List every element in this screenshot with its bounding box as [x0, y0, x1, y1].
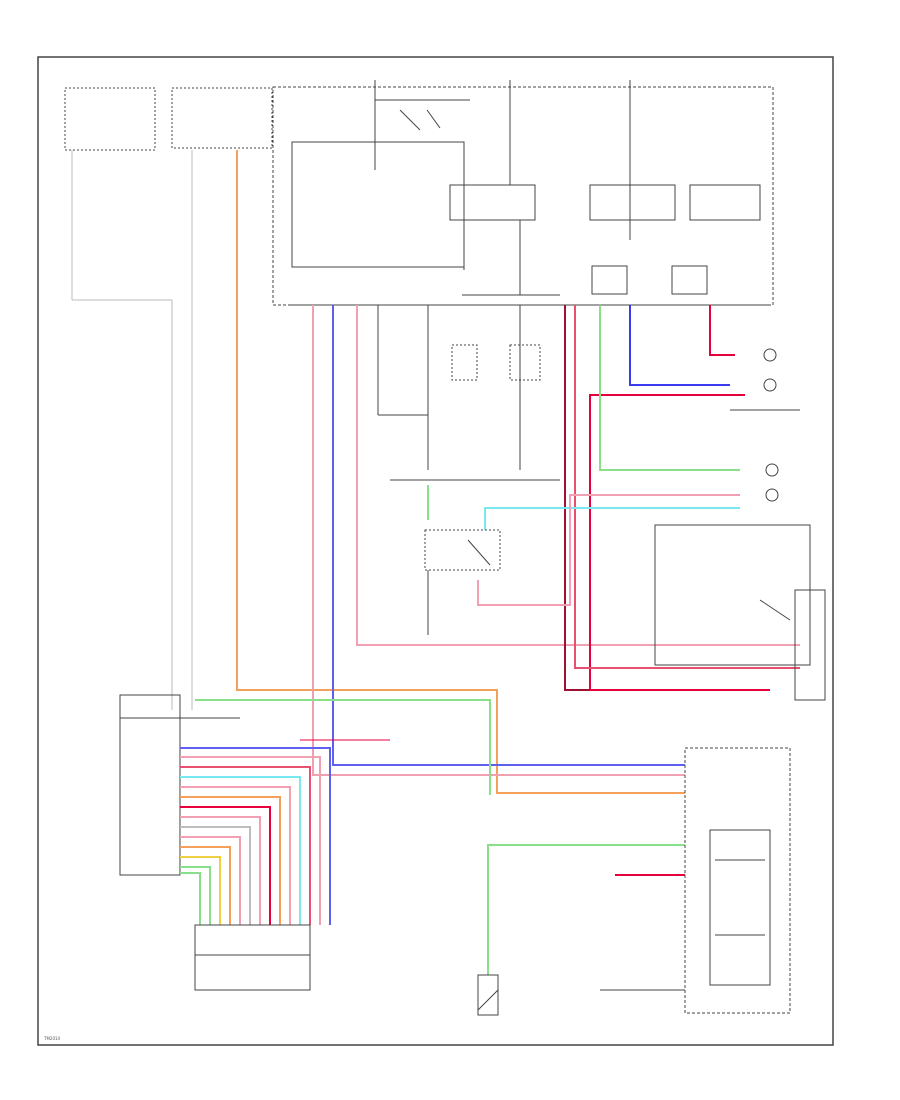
right-connector-box-b	[794, 589, 826, 701]
fuse-row-right-b	[671, 265, 708, 295]
diagram-frame	[37, 56, 834, 1046]
ipdm-box	[272, 86, 774, 306]
module-wire-13	[180, 866, 211, 925]
wire-pink-short	[477, 494, 740, 606]
wire-blue-1	[332, 305, 685, 766]
wire-green-3	[487, 844, 685, 975]
module-wire-3	[180, 766, 311, 925]
bottom-sensor	[477, 974, 499, 1016]
sensor-body	[477, 974, 499, 1016]
combination-meter	[600, 747, 791, 1014]
module-output-wires	[180, 739, 390, 925]
data-link-connector	[194, 924, 311, 991]
right-connectors	[654, 348, 826, 701]
module-wire-8	[180, 816, 261, 925]
wire-pink-red	[574, 305, 800, 669]
wire-pink-1	[312, 305, 685, 776]
meter-box	[684, 747, 791, 1014]
module-wire-12	[180, 856, 221, 925]
module-wire-14	[180, 872, 201, 925]
relay-far-right	[689, 184, 761, 221]
diagram-code: TM2014	[43, 1036, 61, 1041]
module-wire-6	[180, 796, 281, 925]
module-wire-9	[180, 826, 251, 925]
module-wire-5	[180, 786, 291, 925]
connector-c	[765, 463, 779, 477]
wire-red-top	[709, 305, 735, 356]
top-fuse-blocks	[64, 86, 774, 306]
module-wire-2	[180, 756, 321, 925]
wire-dark-red	[564, 305, 590, 691]
wire-green-4	[195, 699, 491, 795]
switch-contact	[467, 539, 491, 566]
module-wire-10	[180, 836, 241, 925]
wires	[195, 150, 800, 975]
combination-switch	[424, 529, 501, 571]
meter-inner-box	[709, 829, 771, 986]
middle-components	[377, 305, 560, 635]
control-module	[119, 694, 240, 876]
relay-right	[589, 184, 676, 221]
module-wire-7	[180, 806, 271, 925]
ipdm-terminal-row	[290, 294, 770, 306]
wire-pink-2	[356, 305, 800, 646]
right-connector-box-a	[654, 524, 811, 666]
control-module-box	[119, 694, 181, 876]
dlc-box	[194, 924, 311, 991]
module-wire-1	[180, 747, 331, 925]
wire-red-loop	[589, 394, 770, 691]
connector-b	[763, 378, 777, 392]
wire-orange-main	[236, 150, 685, 794]
relay-switch-a	[399, 109, 421, 131]
wire-blue-2	[629, 305, 730, 386]
wire-green-1	[599, 305, 740, 471]
sensor-tip	[477, 989, 499, 1011]
ipdm-inner-box	[291, 141, 465, 268]
connector-d	[765, 488, 779, 502]
module-wire-4	[180, 776, 301, 925]
connector-a	[763, 348, 777, 362]
relay-switch-b	[426, 109, 441, 129]
top-relays	[374, 80, 761, 295]
fuse-block-left	[64, 87, 156, 151]
right-conn-lead-b	[759, 599, 791, 621]
fuse-block-center	[171, 87, 273, 149]
module-wire-11	[180, 846, 231, 925]
fuse-row-right-a	[591, 265, 628, 295]
brake-switch-left	[451, 344, 478, 381]
wire-cyan	[484, 507, 740, 530]
brake-switch-right	[509, 344, 541, 381]
left-gray-leads	[71, 150, 193, 710]
relay-left	[449, 184, 536, 221]
